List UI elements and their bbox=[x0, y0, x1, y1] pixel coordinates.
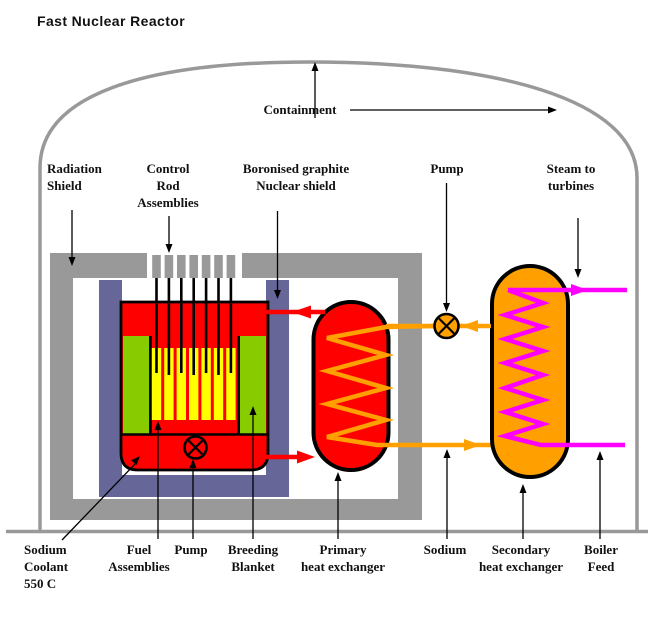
primary-sodium-arrows bbox=[262, 305, 325, 464]
label-boiler-feed: Boiler Feed bbox=[584, 542, 618, 574]
label-pump-bottom: Pump bbox=[174, 542, 208, 557]
nuclear-shield-vessel bbox=[99, 280, 289, 497]
containment-dome bbox=[6, 60, 648, 534]
label-containment: Containment bbox=[263, 102, 337, 117]
label-sodium: Sodium bbox=[423, 542, 467, 557]
fuel-assemblies bbox=[151, 348, 236, 420]
secondary-sodium-coil bbox=[318, 323, 493, 448]
label-radiation-shield: Radiation Shield bbox=[47, 161, 102, 193]
sodium-pump-icon bbox=[433, 312, 460, 340]
label-control-rod-assemblies: Control Rod Assemblies bbox=[137, 161, 199, 210]
label-primary-heat-exchanger: Primary heat exchanger bbox=[300, 542, 386, 574]
steam-coil bbox=[496, 287, 625, 448]
breeding-blanket-left bbox=[123, 336, 149, 435]
label-fuel-assemblies: Fuel Assemblies bbox=[108, 542, 170, 574]
label-breeding-blanket: Breeding Blanket bbox=[227, 542, 279, 574]
label-sodium-coolant: Sodium Coolant 550 C bbox=[24, 542, 69, 591]
radiation-shield bbox=[50, 253, 422, 520]
reactor-core bbox=[119, 255, 270, 472]
sodium-loop bbox=[386, 312, 491, 451]
page-title: Fast Nuclear Reactor bbox=[37, 13, 186, 29]
label-steam-to-turbines: Steam to turbines bbox=[546, 161, 596, 193]
primary-heat-exchanger bbox=[311, 300, 493, 472]
core-pump-icon bbox=[183, 435, 208, 460]
secondary-heat-exchanger bbox=[490, 264, 627, 479]
control-rod-assemblies bbox=[152, 255, 236, 375]
label-boronised-graphite: Boronised graphite Nuclear shield bbox=[242, 161, 350, 193]
label-arrows bbox=[61, 62, 604, 541]
label-secondary-heat-exchanger: Secondary heat exchanger bbox=[478, 542, 564, 574]
label-pump-top: Pump bbox=[430, 161, 464, 176]
